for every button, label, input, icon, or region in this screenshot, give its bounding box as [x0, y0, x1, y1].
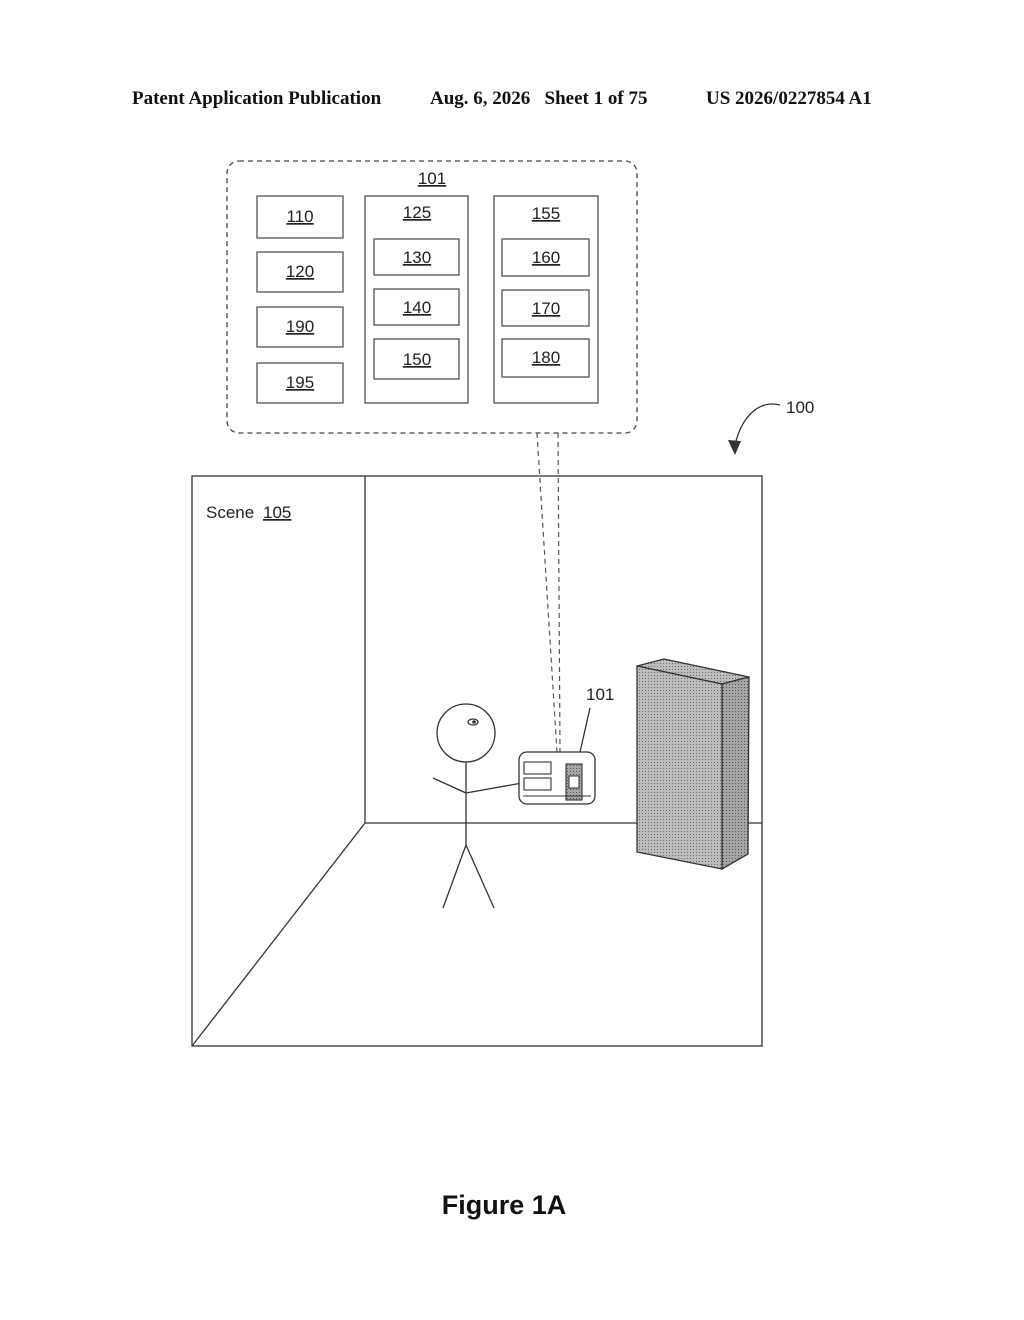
arrow-head-icon	[728, 440, 741, 455]
scene-ref: 105	[263, 503, 291, 522]
system-reference: 100	[728, 398, 814, 455]
device-leader-line	[580, 708, 590, 752]
component-label: 160	[532, 248, 560, 267]
leader-line	[735, 404, 780, 445]
component-label: 170	[532, 299, 560, 318]
component-label: 195	[286, 373, 314, 392]
system-ref-label: 100	[786, 398, 814, 417]
device-detail-label: 101	[418, 169, 446, 188]
middle-column: 125 130 140 150	[365, 196, 468, 403]
device-detail-callout: 101 110 120 190 195 125 130 140 150 155	[227, 161, 637, 433]
scene-label: Scene	[206, 503, 254, 522]
component-label: 150	[403, 350, 431, 369]
right-column: 155 160 170 180	[494, 196, 598, 403]
handheld-device	[519, 752, 595, 804]
callout-connector	[537, 433, 560, 752]
component-label: 140	[403, 298, 431, 317]
figure-caption: Figure 1A	[0, 1190, 1008, 1221]
column-label: 125	[403, 203, 431, 222]
component-label: 110	[286, 207, 313, 226]
column-label: 155	[532, 204, 560, 223]
person-figure	[433, 704, 522, 908]
component-label: 180	[532, 348, 560, 367]
device-ref-label: 101	[586, 685, 614, 704]
component-label: 130	[403, 248, 431, 267]
component-label: 190	[286, 317, 314, 336]
left-column: 110 120 190 195	[257, 196, 343, 403]
cabinet-object	[637, 659, 749, 869]
component-label: 120	[286, 262, 314, 281]
